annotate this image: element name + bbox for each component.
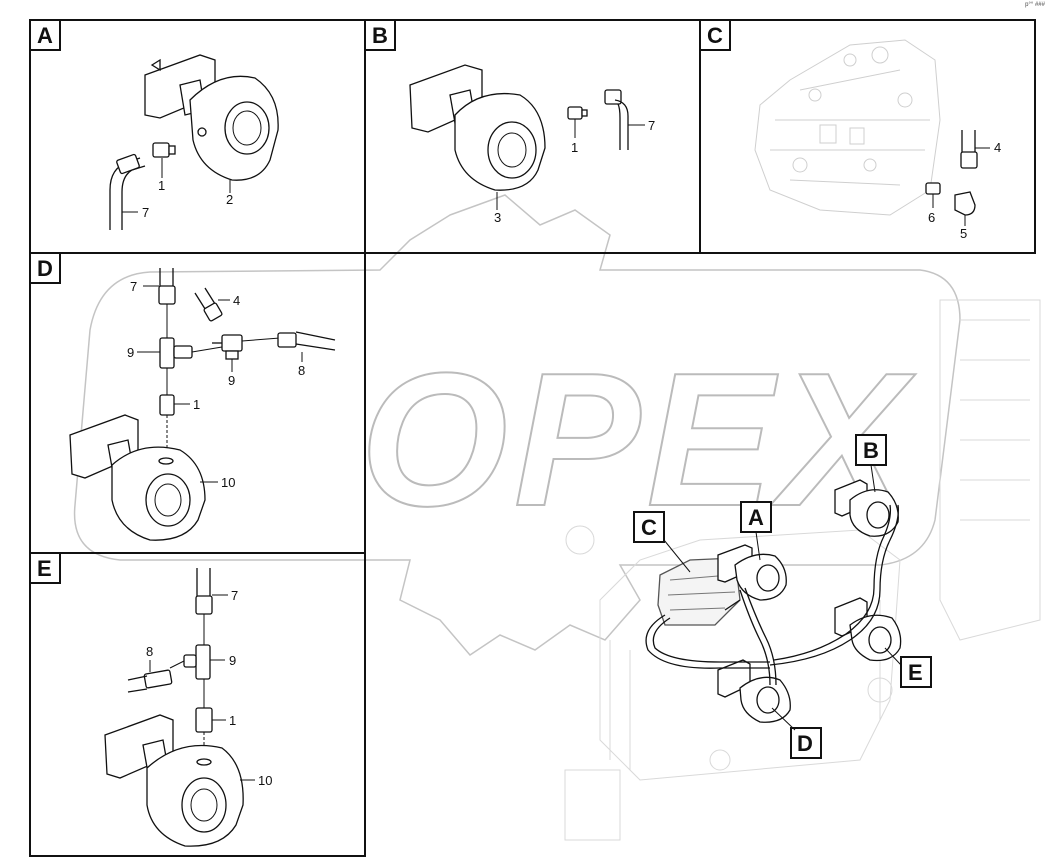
panel-d-callout-4: 4 (233, 293, 240, 308)
panel-e-callout-7: 7 (231, 588, 238, 603)
panel-d-callout-10: 10 (221, 475, 235, 490)
panel-e-drawing (104, 568, 255, 847)
panel-d-callout-9b: 9 (228, 373, 235, 388)
overview-tag-a: A (748, 505, 764, 530)
panel-e-callout-8: 8 (146, 644, 153, 659)
corner-note: p°° ### (1025, 2, 1045, 8)
panel-e-tag: E (37, 556, 52, 581)
panel-b-tag: B (372, 23, 388, 48)
panel-e-callout-10: 10 (258, 773, 272, 788)
watermark: OPEX (73, 194, 961, 656)
panel-b-callout-3: 3 (494, 210, 501, 225)
overview-leaders (663, 464, 902, 731)
panel-e-callout-1: 1 (229, 713, 236, 728)
panel-b-callout-1: 1 (571, 140, 578, 155)
panel-c-tag: C (707, 23, 723, 48)
overview-tag-e: E (908, 660, 923, 685)
panel-a-tag: A (37, 23, 53, 48)
panel-c-callout-5: 5 (960, 226, 967, 241)
panel-tags: A B C D E (29, 19, 731, 584)
panel-d-tag: D (37, 256, 53, 281)
panel-d-callout-8: 8 (298, 363, 305, 378)
panel-c-drawing (754, 39, 941, 216)
panel-b-drawing (409, 64, 645, 210)
panel-b-callout-7: 7 (648, 118, 655, 133)
watermark-gear (73, 194, 961, 656)
panel-c-callout-6: 6 (928, 210, 935, 225)
panel-a-callout-2: 2 (226, 192, 233, 207)
panel-d-callout-9a: 9 (127, 345, 134, 360)
panel-c-frame (699, 19, 1036, 254)
panel-a-callout-1: 1 (158, 178, 165, 193)
panel-c-fittings (925, 130, 990, 226)
overview-tag-frames (633, 434, 932, 759)
overview-tag-b: B (863, 438, 879, 463)
panel-c-callout-4: 4 (994, 140, 1001, 155)
panel-e-callout-9: 9 (229, 653, 236, 668)
panel-d-drawing (69, 268, 336, 541)
panel-a-drawing (109, 54, 279, 230)
panel-d-callout-7: 7 (130, 279, 137, 294)
panel-a-callout-7: 7 (142, 205, 149, 220)
panel-d-callout-1: 1 (193, 397, 200, 412)
overview-tag-c: C (641, 515, 657, 540)
panel-e-frame (29, 552, 366, 857)
overview-tag-d: D (797, 731, 813, 756)
overview-assembly (645, 479, 902, 723)
